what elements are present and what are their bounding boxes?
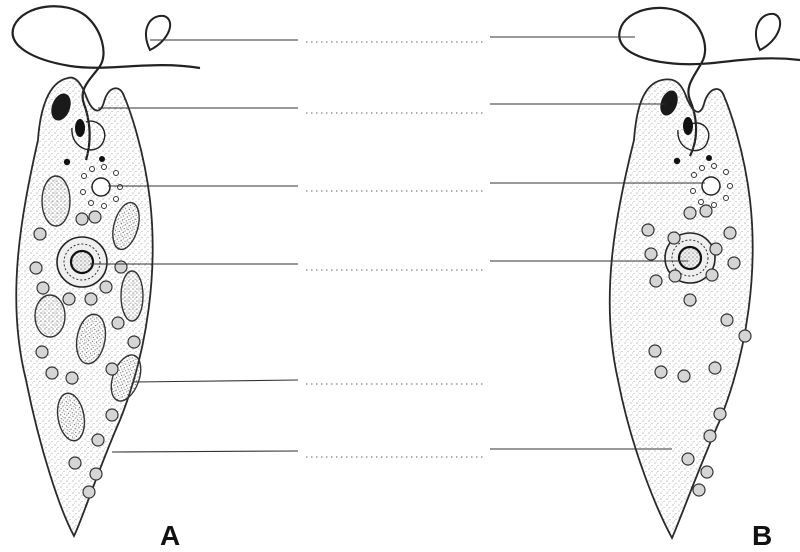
photoreceptor-b: [683, 117, 693, 135]
euglena-a: [13, 6, 200, 536]
basal-body-b2: [706, 155, 712, 161]
flagellum-loop-b: [756, 14, 780, 50]
basal-body-b1: [674, 158, 680, 164]
answer-blanks: [306, 42, 484, 457]
panel-label-a: A: [160, 520, 180, 552]
contractile-vacuole-a: [92, 178, 110, 196]
contractile-vacuole-b: [702, 177, 720, 195]
nucleolus-a: [71, 251, 93, 273]
cell-body-b: [610, 79, 753, 538]
euglena-b: [610, 8, 800, 538]
leader-a-body: [112, 451, 298, 452]
photoreceptor-a: [75, 119, 85, 137]
leader-a-chloroplast: [134, 380, 298, 382]
flagellum-loop-a: [146, 16, 170, 50]
basal-body-a2: [99, 156, 105, 162]
panel-label-b: B: [752, 520, 772, 552]
nucleolus-b: [679, 247, 701, 269]
basal-body-a1: [64, 159, 70, 165]
